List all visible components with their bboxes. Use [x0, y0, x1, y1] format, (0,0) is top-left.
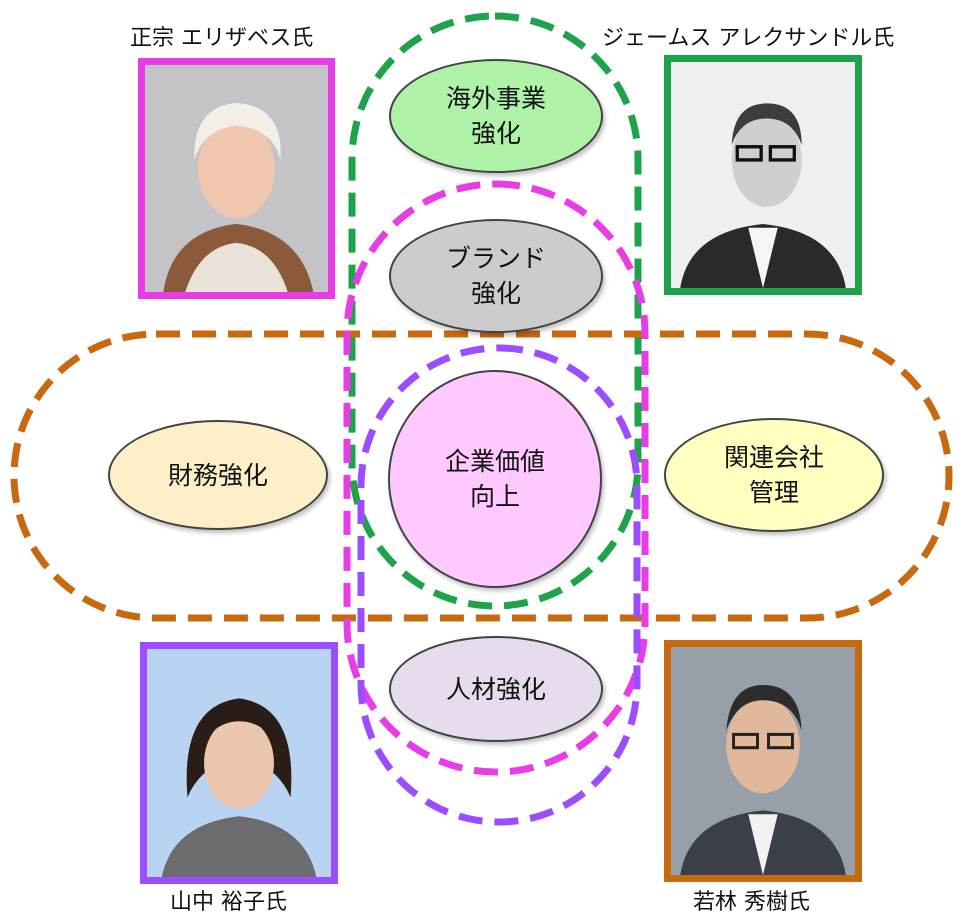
portrait-top-left-icon	[145, 65, 328, 292]
center-line2: 向上	[469, 482, 520, 511]
brand-line2: 強化	[470, 279, 521, 308]
affiliates-node: 関連会社 管理	[664, 418, 884, 532]
magenta-dashed-loop	[343, 180, 649, 776]
portrait-bottom-left-icon	[147, 649, 331, 877]
hr-line1: 人材強化	[445, 674, 546, 704]
finance-line1: 財務強化	[167, 460, 268, 490]
photo-top-right	[664, 55, 862, 295]
photo-bottom-right	[664, 640, 862, 882]
center-line1: 企業価値	[444, 447, 545, 476]
finance-node: 財務強化	[108, 420, 328, 530]
overseas-business-node: 海外事業 強化	[389, 59, 603, 173]
purple-dashed-loop	[357, 344, 641, 826]
photo-top-left	[138, 58, 335, 299]
brand-line1: ブランド	[445, 244, 546, 273]
name-top-left: 正宗 エリザベス氏	[130, 26, 314, 51]
affiliates-line2: 管理	[748, 478, 799, 507]
portrait-bottom-right-icon	[671, 647, 855, 875]
photo-bottom-left	[140, 642, 338, 884]
overseas-line1: 海外事業	[445, 84, 546, 113]
affiliates-line1: 関連会社	[723, 443, 824, 472]
orange-dashed-loop	[10, 330, 953, 622]
overseas-line2: 強化	[470, 119, 521, 148]
portrait-top-right-icon	[671, 62, 855, 288]
name-top-right: ジェームス アレクサンドル氏	[602, 26, 895, 51]
corporate-value-node: 企業価値 向上	[388, 370, 602, 588]
name-bottom-left: 山中 裕子氏	[170, 890, 287, 915]
hr-node: 人材強化	[389, 636, 603, 742]
brand-node: ブランド 強化	[389, 219, 603, 333]
name-bottom-right: 若林 秀樹氏	[693, 890, 810, 915]
